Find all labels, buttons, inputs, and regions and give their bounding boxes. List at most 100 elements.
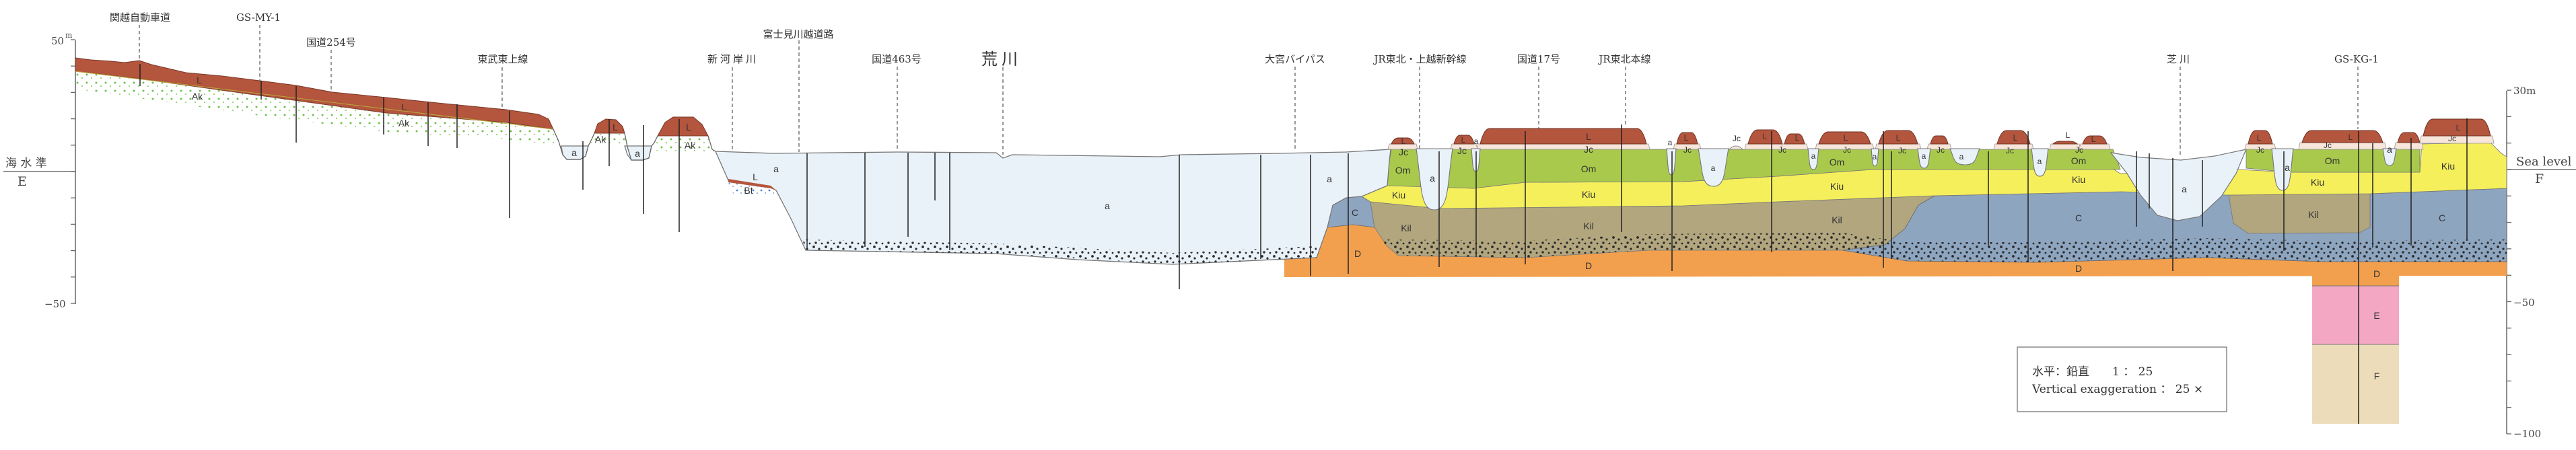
- l-layer-loam: [1391, 137, 1415, 145]
- unit-label: Kil: [2308, 209, 2319, 220]
- unit-label: Jc: [1584, 144, 1593, 155]
- l-layer-loam: [1747, 129, 1783, 145]
- gravel-bed: [1380, 233, 2507, 262]
- unit-label: a: [1873, 152, 1877, 161]
- unit-label: L: [401, 102, 407, 112]
- unit-label: Ak: [595, 134, 606, 145]
- unit-label: Jc: [2324, 141, 2332, 150]
- unit-label: a: [1430, 173, 1435, 184]
- unit-label: L: [1896, 133, 1901, 143]
- unit-label: Jc: [1778, 145, 1786, 155]
- unit-label: a: [1327, 174, 1332, 184]
- unit-label: Jc: [1898, 146, 1906, 155]
- ak-layer: [654, 136, 716, 152]
- right-column-label: F: [2535, 172, 2544, 186]
- left-column-label: E: [18, 174, 27, 189]
- unit-label: Kiu: [1582, 189, 1595, 200]
- left-axis-bottom-label: −50: [44, 298, 66, 310]
- unit-label: a: [1959, 152, 1964, 161]
- landmark-route-17: 国道17号: [1517, 53, 1560, 65]
- unit-label: Kiu: [1830, 181, 1844, 192]
- alluvium-valley: [1698, 148, 1729, 187]
- d-layer: [1284, 225, 2507, 277]
- unit-label: Kiu: [2441, 161, 2455, 172]
- alluvium-valley: [1666, 148, 1677, 176]
- landmark-arakawa-river: 荒川: [981, 50, 1022, 69]
- unit-label: Kiu: [1392, 190, 1405, 200]
- l-layer-loam: [1818, 131, 1871, 145]
- unit-label: L: [2456, 123, 2461, 133]
- l-layer-loam: [1453, 135, 1475, 145]
- unit-labels: L Ak L Ak a L Ak a L Ak a L Bt a a C D J…: [192, 75, 2461, 381]
- terrain-outline: [552, 127, 716, 161]
- scale-ratio-text: 水平：鉛直 1 ： 25: [2032, 365, 2153, 379]
- unit-label: D: [1585, 260, 1592, 271]
- unit-label: a: [2387, 144, 2392, 155]
- left-elevation-axis: 50 m −50 海 水 準 E: [3, 31, 76, 310]
- unit-label: F: [2374, 371, 2380, 381]
- unit-label: L: [1763, 132, 1768, 141]
- scale-box: 水平：鉛直 1 ： 25 Vertical exaggeration ： 25 …: [2017, 346, 2227, 412]
- l-layer-loam: [657, 116, 709, 137]
- jc-layer: [2394, 142, 2424, 150]
- jc-layer: [2079, 143, 2111, 150]
- l-layer-loam: [1480, 128, 1647, 145]
- unit-label: Ak: [398, 118, 410, 128]
- left-sea-level-label: 海 水 準: [5, 157, 47, 170]
- landmark-shingashi-river: 新河岸川: [707, 53, 759, 65]
- unit-label: a: [2182, 184, 2187, 194]
- unit-label: Kiu: [2072, 174, 2085, 185]
- unit-label: L: [2013, 133, 2018, 143]
- unit-label: a: [1711, 163, 1716, 173]
- landmark-omiya-bypass: 大宮バイパス: [1265, 53, 1325, 65]
- left-axis-top-label: 50: [51, 35, 64, 47]
- alluvium-a: [714, 149, 1391, 265]
- l-layer-loam: [75, 57, 553, 130]
- right-sea-level-label: Sea level: [2516, 155, 2572, 169]
- right-elevation-axis: 30m −50 −100 Sea level F: [2506, 85, 2576, 440]
- unit-label: Om: [2325, 155, 2340, 166]
- l-layer-loam: [728, 179, 776, 190]
- landmark-jr-shinkansen: JR東北・上越新幹線: [1372, 53, 1466, 65]
- jc-layer: [1728, 145, 1744, 150]
- unit-label: L: [1684, 133, 1689, 143]
- alluvium-valley: [1416, 148, 1453, 211]
- landmark-shiba-river: 芝川: [2167, 53, 2192, 65]
- alluvium-valley: [1807, 148, 1819, 170]
- unit-label: Jc: [1683, 145, 1692, 155]
- incised-valleys: [1416, 148, 2397, 211]
- unit-label: C: [2439, 213, 2445, 223]
- l-layer-loam: [2423, 118, 2491, 137]
- unit-label: a: [2285, 162, 2290, 173]
- l-layer-loam: [2248, 130, 2273, 145]
- unit-label: Kil: [1401, 223, 1412, 233]
- unit-label: Kil: [1832, 215, 1842, 225]
- bt-layer: [728, 182, 779, 196]
- unit-label: L: [613, 122, 618, 133]
- boreholes: [139, 64, 2468, 424]
- right-axis-bottom-label: −100: [2513, 428, 2541, 440]
- vertical-exaggeration-text: Vertical exaggeration ： 25 ×: [2031, 383, 2203, 396]
- unit-label: Jc: [2075, 145, 2083, 155]
- terrace-hills: [1387, 118, 2495, 150]
- unit-label: a: [2038, 157, 2042, 166]
- l-ak-boundary: [75, 71, 553, 130]
- d-layer-column: [2312, 276, 2399, 286]
- landmark-fujimi-kawagoe-road: 富士見川越道路: [763, 28, 833, 40]
- unit-label: Kiu: [2311, 177, 2324, 188]
- left-axis-unit: m: [65, 31, 73, 40]
- unit-label: Jc: [2006, 146, 2014, 155]
- landmark-route-254: 国道254号: [306, 36, 356, 48]
- unit-label: a: [635, 148, 640, 159]
- jc-layer: [1476, 143, 1650, 150]
- unit-label: C: [2075, 213, 2082, 223]
- ak-layer: [75, 71, 561, 146]
- f-layer: [2312, 344, 2399, 424]
- l-layer-loam: [1676, 132, 1698, 145]
- unit-label: Jc: [1457, 145, 1467, 156]
- ak-layer: [590, 133, 626, 145]
- l-layer-loam: [2301, 130, 2383, 143]
- landmark-tobu-tojo-line: 東武東上線: [477, 53, 528, 65]
- unit-label: Jc: [1843, 145, 1851, 155]
